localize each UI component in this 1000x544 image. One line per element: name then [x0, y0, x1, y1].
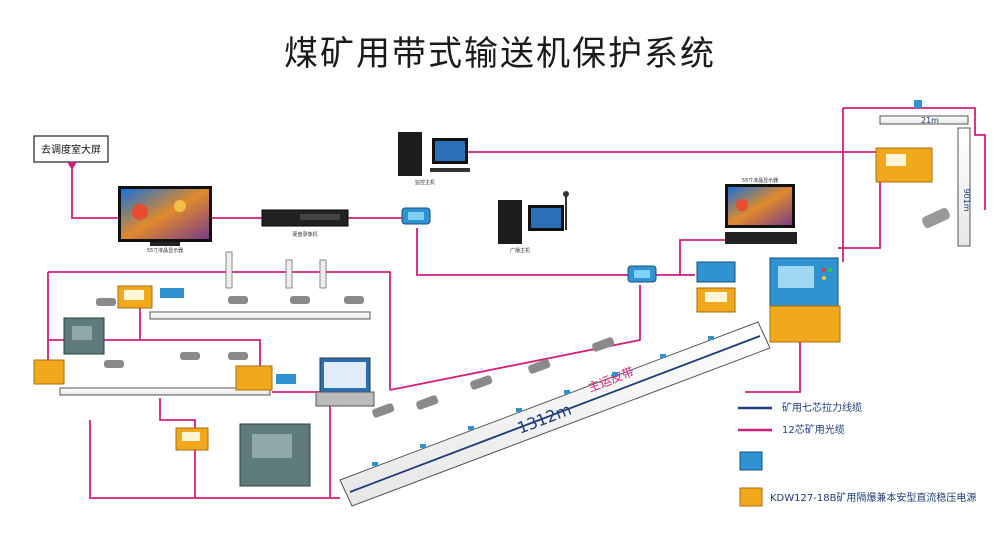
main-belt: 1312m 主运皮带 [339, 321, 771, 507]
legend: 矿用七芯拉力线缆 12芯矿用光缆 KDW127-18B矿用隔爆兼本安型直流稳压电… [738, 401, 976, 507]
legend-blue-device-icon [739, 451, 763, 471]
main-control-console [769, 257, 841, 343]
belt-nodes [372, 336, 714, 466]
svg-text:广播主机: 广播主机 [510, 247, 530, 254]
switch-box-1 [401, 207, 431, 225]
left-upper-belt [96, 251, 371, 320]
right-belt: 21m 901m [879, 100, 971, 247]
diagram-title: 煤矿用带式输送机保护系统 [284, 34, 716, 74]
sensor-unit-center [696, 261, 736, 313]
control-room-box: 去调度室大屏 [33, 135, 109, 170]
fiber-network [42, 107, 986, 499]
svg-text:55寸液晶显示器: 55寸液晶显示器 [742, 177, 778, 184]
computer-top: 监控主机 [398, 132, 470, 186]
legend-device-label: KDW127-18B矿用隔爆兼本安型直流稳压电源 [770, 491, 976, 504]
switch-box-2 [627, 265, 657, 283]
control-room-label: 去调度室大屏 [41, 143, 101, 156]
legend-line1-label: 矿用七芯拉力线缆 [782, 401, 862, 414]
left-lower-belt [33, 352, 296, 396]
computer-broadcast: 广播主机 [498, 191, 569, 254]
right-vertical-length-label: 901m [962, 188, 971, 211]
video-recorder: 硬盘录像机 [261, 209, 349, 238]
belt-cameras [372, 337, 615, 418]
left-display-screen: 55寸液晶显示器 [118, 186, 212, 254]
left-crusher-top [63, 317, 105, 355]
bottom-crusher [239, 423, 311, 487]
right-orange-controller [875, 147, 933, 183]
legend-line2-label: 12芯矿用光缆 [782, 423, 845, 436]
camera-right [922, 207, 950, 229]
right-length-label: 21m [921, 116, 939, 125]
svg-text:监控主机: 监控主机 [415, 179, 435, 186]
laptop-terminal [315, 357, 375, 407]
bottom-left-device [175, 427, 209, 451]
legend-orange-device-icon [739, 487, 763, 507]
svg-text:55寸液晶显示器: 55寸液晶显示器 [147, 247, 183, 254]
svg-text:硬盘录像机: 硬盘录像机 [292, 231, 317, 238]
right-display-screen: 55寸液晶显示器 [725, 177, 797, 244]
